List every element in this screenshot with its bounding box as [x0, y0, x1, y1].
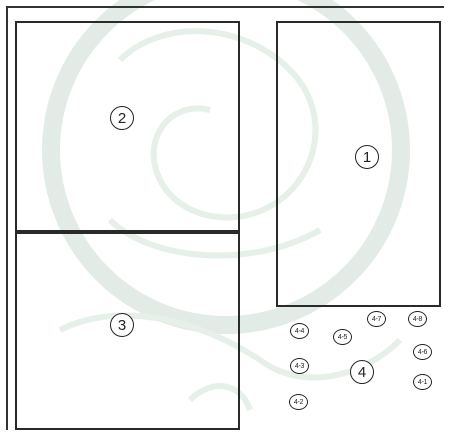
area-2-label: 2	[110, 106, 134, 130]
area-1-label: 1	[355, 145, 379, 169]
area-3-label: 3	[110, 313, 134, 337]
sub-area-4-1: 4-1	[413, 374, 432, 390]
sub-area-4-8: 4-8	[408, 311, 427, 327]
sub-area-4-3: 4-3	[290, 358, 309, 374]
sub-area-4-2: 4-2	[289, 394, 308, 410]
sub-area-4-4: 4-4	[290, 323, 309, 339]
sub-area-4-7: 4-7	[367, 311, 386, 327]
sub-area-4-6: 4-6	[413, 344, 432, 360]
group-4-label: 4	[350, 360, 374, 384]
sub-area-4-5: 4-5	[333, 329, 352, 345]
